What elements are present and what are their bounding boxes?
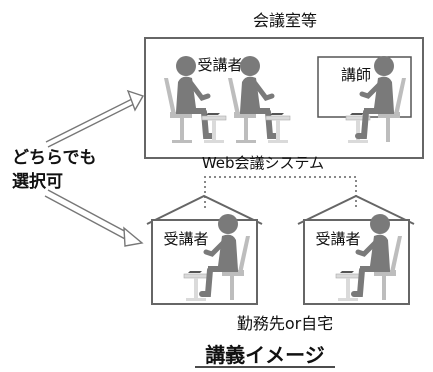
either-line-2: 選択可 [12,171,63,192]
learner-figure-left [199,214,250,300]
house-left [146,194,263,305]
meeting-room-label: 会議室等 [253,11,317,30]
learner-label-right: 受講者 [315,230,360,248]
learner-figure-right [351,214,402,300]
learner-label-left: 受講者 [163,230,208,248]
double-arrow-down-right [44,189,144,247]
house-right [297,194,415,305]
whiteboard [317,56,412,118]
connection-line [204,176,357,208]
double-arrow-up-right [45,89,145,148]
lecturer-figure [355,56,406,142]
caption-title: 講義イメージ [205,343,325,367]
work-or-home-label: 勤務先or自宅 [237,314,333,333]
either-line-1: どちらでも [12,148,97,168]
lecturer-label: 講師 [341,66,371,84]
learner-label-top: 受講者 [197,56,242,74]
web-conference-label: Web会議システム [202,154,324,172]
